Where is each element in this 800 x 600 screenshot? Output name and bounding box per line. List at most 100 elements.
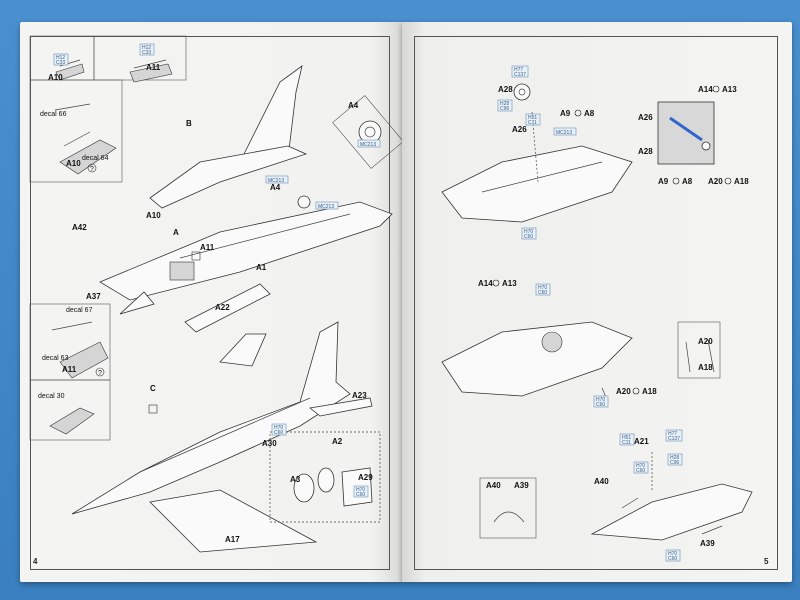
paint-tag-h70-c60-right-a: H70 C60: [521, 227, 537, 240]
cockpit-detail-lower: [59, 341, 109, 379]
paint-tag-h28-c96-b: H28 C96: [667, 453, 683, 466]
svg-text:H51: H51: [528, 115, 537, 121]
label-a26-detail: A26: [638, 113, 653, 122]
svg-text:A13: A13: [722, 85, 737, 94]
label-a28-detail: A28: [638, 147, 653, 156]
svg-text:C33: C33: [56, 60, 65, 66]
label-a9-a8-detail: A9 A8: [658, 177, 693, 186]
label-a3: A3: [290, 475, 301, 484]
svg-text:A20: A20: [708, 177, 723, 186]
svg-text:H70: H70: [596, 397, 605, 403]
svg-text:H77: H77: [668, 431, 677, 437]
nose-cone-a37: [119, 291, 155, 315]
svg-text:A18: A18: [642, 387, 657, 396]
svg-text:H51: H51: [622, 435, 631, 441]
label-a20-a18-mid: A20 A18: [616, 387, 657, 396]
left-page-drawings: A10 A11 A4 A10 A10 A42 A11 A1 A37 A4 A22…: [29, 35, 404, 553]
label-a2: A2: [332, 437, 343, 446]
paint-tag-h70-c60-b: H70 C60: [353, 485, 369, 498]
box-a-label: A: [173, 228, 179, 237]
paint-tag-h70-c60-right-c: H70 C60: [593, 395, 609, 408]
gear-leg-detail-box: [657, 101, 715, 165]
svg-text:C60: C60: [596, 402, 605, 408]
step-b-label: B: [186, 119, 192, 128]
svg-text:A8: A8: [584, 109, 595, 118]
part-a23-stabiliser: [309, 397, 373, 417]
label-a11-low: A11: [62, 365, 77, 374]
step-c-label: C: [150, 384, 156, 393]
left-page-frame: [30, 36, 390, 570]
paint-tag-h77-c137-b: H77 C137: [665, 429, 683, 442]
cockpit-seat-part: [169, 261, 195, 281]
decal-63-label: decal 63: [42, 355, 69, 362]
svg-text:H70: H70: [668, 551, 677, 557]
label-a20-a18-detail: A20 A18: [708, 177, 749, 186]
right-page: 5: [402, 22, 792, 582]
part-a22-fin: [219, 333, 267, 367]
label-a29: A29: [358, 473, 373, 482]
label-a42: A42: [72, 223, 87, 232]
paint-tag-h12-c33-b: H12 C33: [139, 43, 155, 56]
svg-text:A14: A14: [698, 85, 713, 94]
left-page-number: 4: [33, 557, 38, 566]
paint-tag-h51-c11-a: H51 C11: [525, 113, 541, 126]
svg-text:A8: A8: [682, 177, 693, 186]
svg-text:C96: C96: [670, 460, 679, 466]
svg-text:H28: H28: [500, 101, 509, 107]
part-a17-wing: [149, 489, 318, 553]
svg-text:H12: H12: [142, 45, 151, 51]
svg-text:C60: C60: [668, 556, 677, 562]
svg-text:C137: C137: [668, 436, 680, 442]
label-a40: A40: [594, 477, 609, 486]
svg-text:?: ?: [90, 166, 94, 173]
paint-tag-mc213-c: MC213: [315, 201, 339, 210]
label-a17: A17: [225, 535, 240, 544]
label-a14-a13-mid: A14 A13: [478, 279, 517, 288]
label-a23: A23: [352, 391, 367, 400]
svg-text:C60: C60: [356, 492, 365, 498]
svg-text:H70: H70: [356, 487, 365, 493]
svg-text:?: ?: [98, 370, 102, 377]
paint-tag-mc213-b: MC213: [265, 175, 289, 184]
assembled-aircraft: [71, 321, 351, 515]
label-a9-a8: A9 A8: [560, 109, 595, 118]
svg-text:H28: H28: [670, 455, 679, 461]
right-page-frame: [414, 36, 778, 570]
left-page: 4: [20, 22, 404, 582]
label-a18: A18: [698, 363, 713, 372]
paint-tag-h77-c137-a: H77 C137: [511, 65, 529, 78]
svg-text:A18: A18: [734, 177, 749, 186]
label-a21: A21: [634, 437, 649, 446]
label-a4-small: A4: [270, 183, 281, 192]
svg-text:MC213: MC213: [360, 142, 376, 148]
svg-text:A14: A14: [478, 279, 493, 288]
svg-text:MC213: MC213: [268, 178, 284, 184]
svg-text:A9: A9: [560, 109, 571, 118]
nose-section-bottom: [590, 483, 753, 541]
part-a4-wheel: [297, 95, 404, 209]
paint-tag-h70-c60-a: H70 C60: [271, 423, 287, 436]
paint-tag-h51-c11-b: H51 C11: [619, 433, 635, 446]
svg-text:A9: A9: [658, 177, 669, 186]
seat-detail-lower: [49, 407, 95, 435]
svg-text:H70: H70: [538, 285, 547, 291]
label-a39: A39: [700, 539, 715, 548]
decal-67-label: decal 67: [66, 307, 93, 314]
svg-text:C60: C60: [524, 234, 533, 240]
decal-30-label: decal 30: [38, 393, 65, 400]
svg-text:C11: C11: [622, 440, 631, 446]
paint-tag-mc213-a: MC213: [357, 139, 381, 148]
right-page-drawings: A28 A9 A8 A26 A14 A13 A26 A28 A9 A8 A20: [441, 65, 753, 562]
svg-text:H70: H70: [524, 229, 533, 235]
label-a4: A4: [348, 101, 359, 110]
svg-text:MC213: MC213: [556, 130, 572, 136]
label-a10-mid: A10: [146, 211, 161, 220]
part-a28-wheel: [513, 83, 531, 101]
part-a11-top: [129, 59, 173, 83]
label-a10-top: A10: [48, 73, 63, 82]
fuselage-half-upper: [149, 145, 308, 209]
svg-text:A13: A13: [502, 279, 517, 288]
paint-tag-h70-c60-right-b: H70 C60: [535, 283, 551, 296]
svg-text:C60: C60: [538, 290, 547, 296]
right-page-number: 5: [764, 557, 769, 566]
